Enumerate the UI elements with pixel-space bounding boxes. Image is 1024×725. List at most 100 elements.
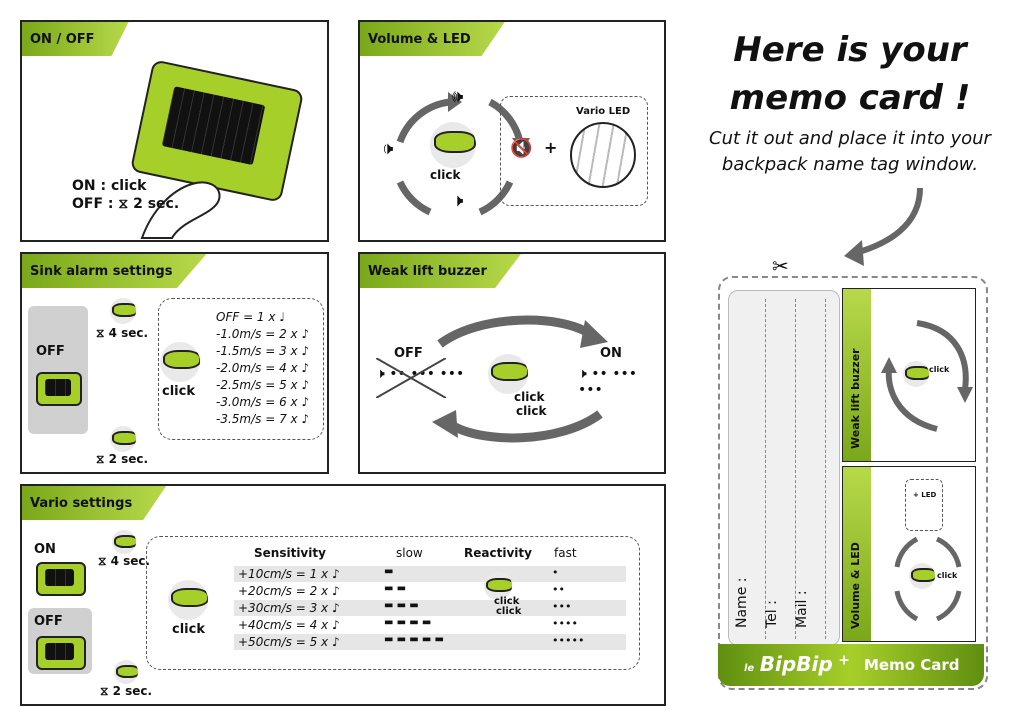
fast-cell: • xyxy=(552,566,559,579)
fast-cell: •• xyxy=(552,583,565,596)
vario-off-device-image xyxy=(36,636,86,670)
vario-on-label: ON xyxy=(34,542,56,557)
memo-card xyxy=(718,276,988,690)
on-instruction: ON : click xyxy=(72,178,147,194)
vario-on-device-image xyxy=(36,562,86,596)
slow-cell: ▬ ▬ ▬ xyxy=(384,600,419,611)
sink-device-image xyxy=(36,372,82,406)
vario-settings-box xyxy=(146,536,640,670)
slow-cell: ▬ ▬ ▬ ▬ xyxy=(384,617,432,628)
card-weak-arrows-icon xyxy=(881,320,973,432)
card-vol-panel: Volume & LED + LED click xyxy=(842,466,976,642)
weak-panel: Weak lift buzzer OFF 🕨 •• ••• ••• ON 🕨 •… xyxy=(358,252,666,474)
col-sensitivity: Sensitivity xyxy=(254,546,326,560)
slow-cell: ▬ ▬ xyxy=(384,583,407,594)
card-weak-click: click xyxy=(929,365,950,374)
reactivity-click-b: click xyxy=(496,606,522,617)
table-row: +10cm/s = 1 x ♪ ▬ • xyxy=(234,566,626,582)
brand-logo: le BipBip + xyxy=(744,652,850,676)
curved-arrow-icon xyxy=(844,187,923,266)
sink-panel: Sink alarm settings OFF ⧖ 4 sec. ⧖ 2 sec… xyxy=(20,252,329,474)
col-slow: slow xyxy=(396,546,423,560)
fast-cell: •••• xyxy=(552,617,578,630)
brand-name: BipBip xyxy=(759,652,833,676)
col-fast: fast xyxy=(554,546,577,560)
volume-cycle-arrows-icon xyxy=(396,92,530,216)
card-vol-title: Volume & LED xyxy=(849,542,862,629)
intro-sub2: backpack name tag window. xyxy=(721,154,979,175)
card-vol-click: click xyxy=(937,571,958,580)
sink-hold2-icon xyxy=(110,426,136,452)
reactivity-click-a: click xyxy=(494,596,520,607)
fast-cell: ••••• xyxy=(552,634,585,647)
vario-hold2-label: ⧖ 2 sec. xyxy=(100,684,153,698)
finger-icon xyxy=(140,181,221,239)
speaker-low-icon: 🕨 xyxy=(452,190,464,211)
sink-click-label: click xyxy=(162,384,195,399)
card-vol-click-icon xyxy=(909,563,935,589)
vario-table: +10cm/s = 1 x ♪ ▬ • +20cm/s = 2 x ♪ ▬ ▬ … xyxy=(234,566,626,652)
vario-hold4-icon xyxy=(112,530,136,554)
fast-cell: ••• xyxy=(552,600,572,613)
card-led-box xyxy=(905,479,943,531)
weak-title: Weak lift buzzer xyxy=(360,254,521,288)
intro-line2: memo card ! xyxy=(729,78,971,118)
card-vol-tab xyxy=(843,467,871,641)
sens-cell: +10cm/s = 1 x ♪ xyxy=(238,567,340,581)
col-reactivity: Reactivity xyxy=(464,546,532,560)
name-label: Name : xyxy=(734,577,750,628)
buzzer-on-icon: 🕨 •• ••• ••• xyxy=(578,366,638,398)
name-field-area xyxy=(728,290,840,646)
plus-sign: + xyxy=(544,138,558,157)
sink-hold2-label: ⧖ 2 sec. xyxy=(96,452,149,466)
sink-off-state xyxy=(28,306,88,434)
sens-cell: +40cm/s = 4 x ♪ xyxy=(238,618,340,632)
speaker-medium-icon: 🕩 xyxy=(382,138,394,159)
card-weak-click-icon xyxy=(903,361,929,387)
weak-on-label: ON xyxy=(600,346,622,361)
sink-setting: -1.0m/s = 2 x ♪ xyxy=(216,327,310,341)
vario-hold2-icon xyxy=(114,660,138,684)
sink-off-label: OFF xyxy=(36,344,65,359)
sink-click-icon xyxy=(160,342,200,382)
vario-title: Vario settings xyxy=(22,486,167,520)
intro-sub1: Cut it out and place it into your xyxy=(709,128,991,149)
sink-hold4-label: ⧖ 4 sec. xyxy=(96,326,149,340)
table-row: +40cm/s = 4 x ♪ ▬ ▬ ▬ ▬ •••• xyxy=(234,617,626,633)
scissors-icon: ✂ xyxy=(772,254,789,278)
vario-led-label: Vario LED xyxy=(576,106,631,117)
sink-setting: -2.0m/s = 4 x ♪ xyxy=(216,361,310,375)
sens-cell: +20cm/s = 2 x ♪ xyxy=(238,584,340,598)
sink-setting: -3.0m/s = 6 x ♪ xyxy=(216,395,310,409)
sink-settings-box xyxy=(158,298,324,440)
sink-setting: -3.5m/s = 7 x ♪ xyxy=(216,412,310,426)
card-plus-led: + LED xyxy=(913,491,937,499)
sink-setting: OFF = 1 x ♩ xyxy=(216,310,285,324)
sink-setting: -1.5m/s = 3 x ♪ xyxy=(216,344,310,358)
sink-title: Sink alarm settings xyxy=(22,254,207,288)
onoff-title: ON / OFF xyxy=(22,22,129,56)
intro-line1: Here is your xyxy=(733,30,967,70)
weak-off-label: OFF xyxy=(394,346,423,361)
device-click-icon xyxy=(430,122,476,168)
table-row: +20cm/s = 2 x ♪ ▬ ▬ •• xyxy=(234,583,626,599)
sink-settings-list: OFF = 1 x ♩ -1.0m/s = 2 x ♪ -1.5m/s = 3 … xyxy=(216,310,322,429)
card-weak-title: Weak lift buzzer xyxy=(849,348,862,449)
brand-bar xyxy=(718,644,984,686)
table-row: +30cm/s = 3 x ♪ ▬ ▬ ▬ ••• xyxy=(234,600,626,616)
card-weak-panel: Weak lift buzzer click xyxy=(842,288,976,462)
brand-le: le xyxy=(744,663,755,674)
sink-setting: -2.5m/s = 5 x ♪ xyxy=(216,378,310,392)
card-vol-arrows-icon xyxy=(894,536,962,622)
weak-cycle-arrows-icon xyxy=(432,315,608,443)
onoff-panel: ON / OFF ON : click OFF : ⧖ 2 sec. xyxy=(20,20,329,242)
vario-off-label: OFF xyxy=(34,614,63,629)
memo-card-label: Memo Card xyxy=(864,656,960,674)
reactivity-click-icon xyxy=(484,572,512,600)
vario-led-icon xyxy=(570,122,636,188)
off-instruction: OFF : ⧖ 2 sec. xyxy=(72,196,180,212)
cross-icon xyxy=(376,358,446,398)
vario-click-icon xyxy=(168,580,208,620)
vario-hold4-label: ⧖ 4 sec. xyxy=(98,554,151,568)
volume-title: Volume & LED xyxy=(360,22,505,56)
